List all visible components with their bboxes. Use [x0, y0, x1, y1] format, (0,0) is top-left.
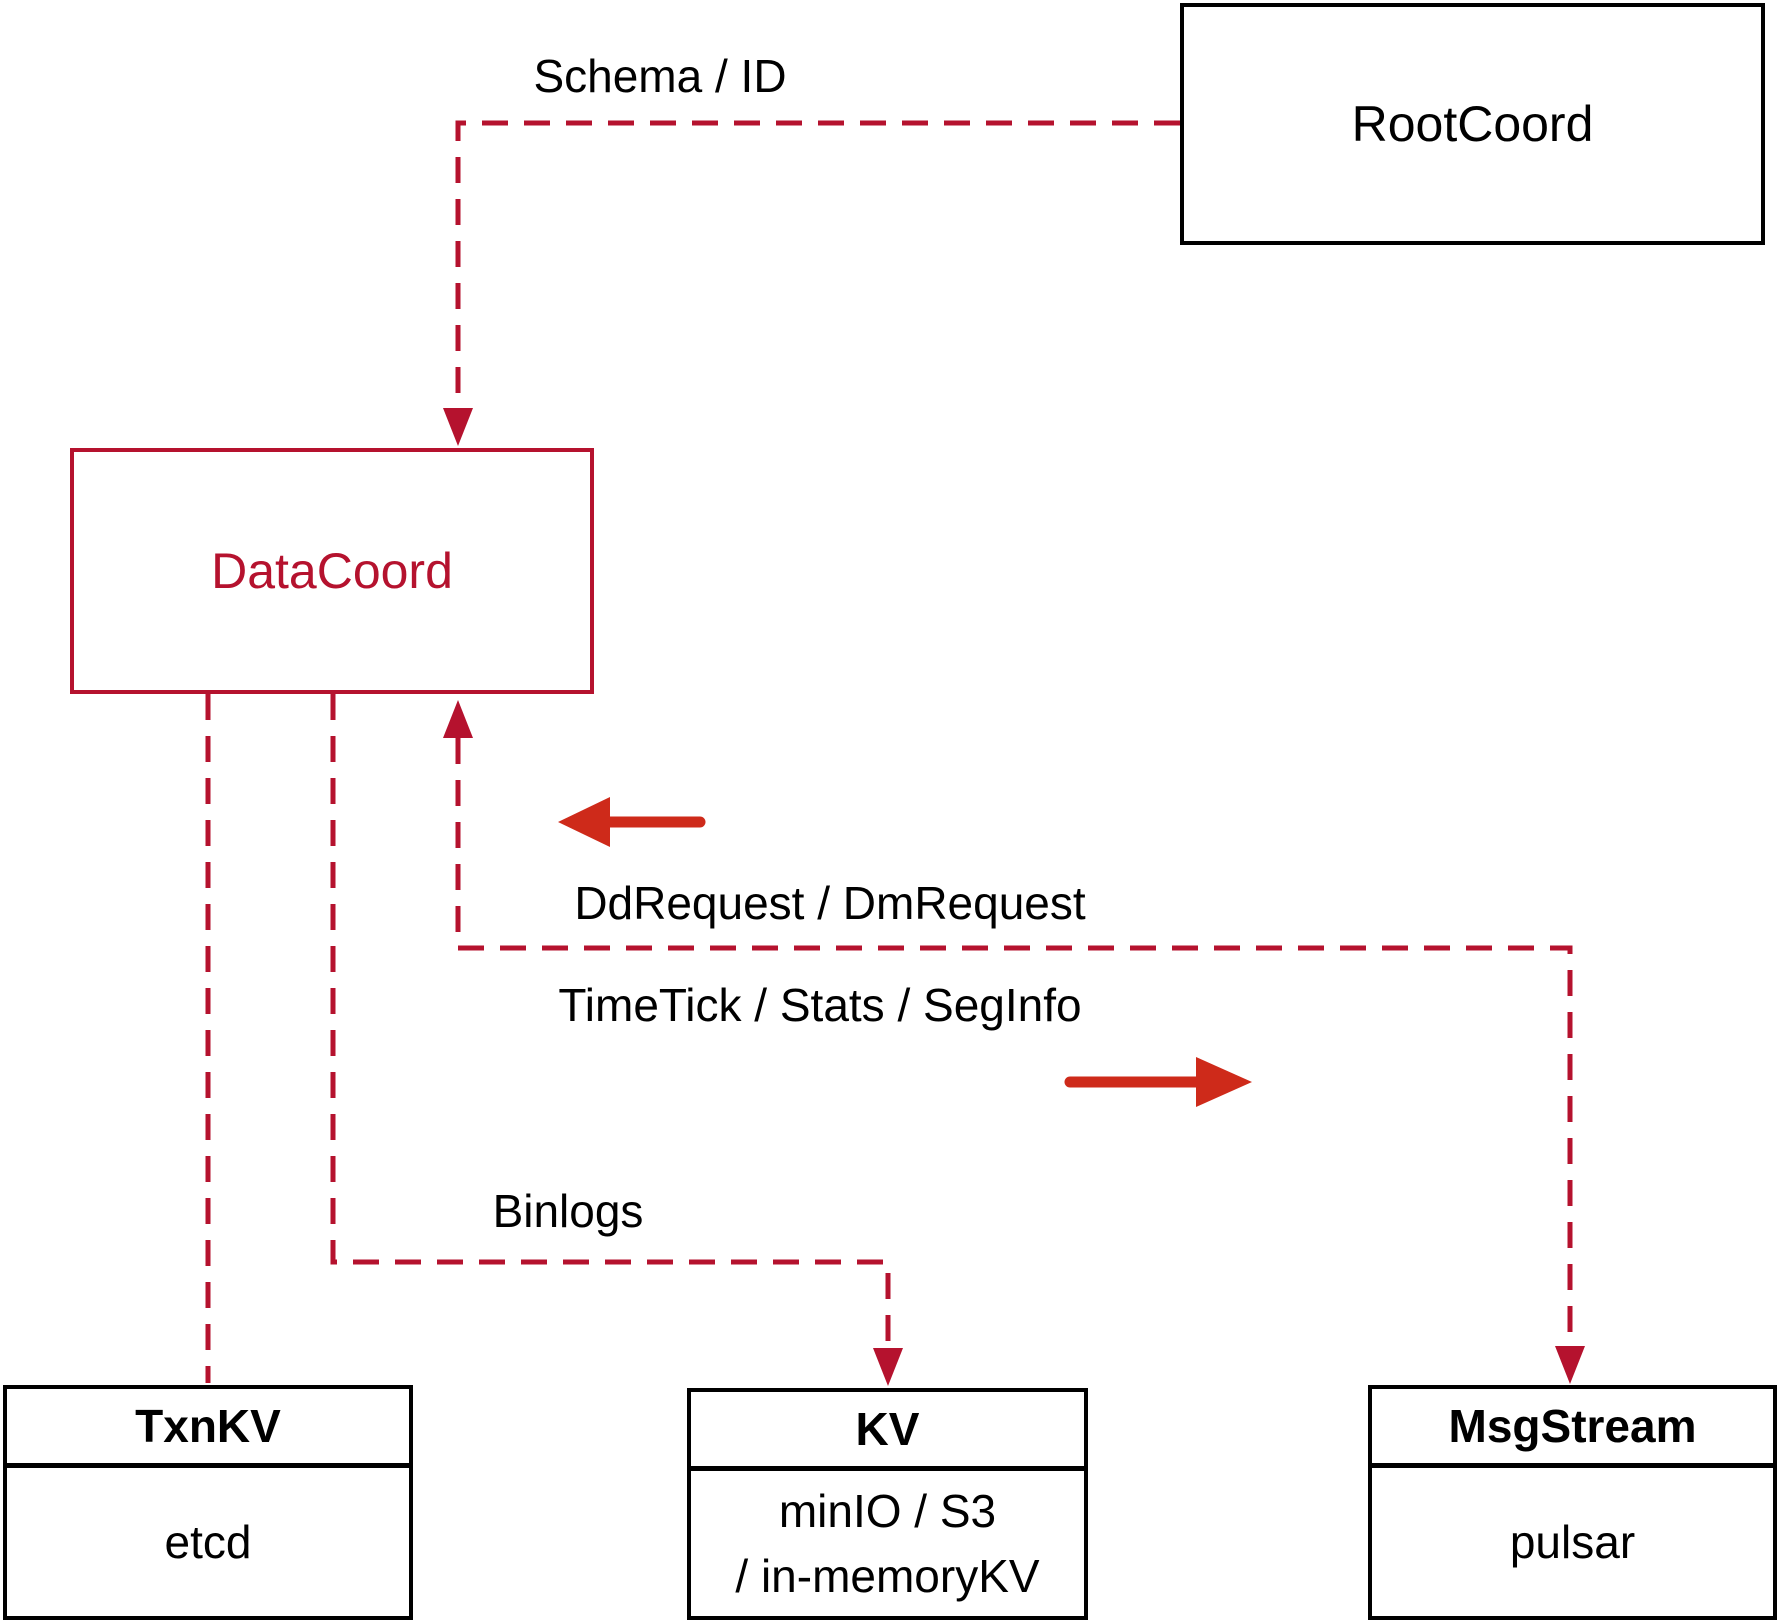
left-flow-arrow — [558, 797, 706, 847]
node-rootcoord-label: RootCoord — [1351, 96, 1594, 152]
node-txnkv-body-text: etcd — [164, 1515, 252, 1568]
node-kv-body-line1: minIO / S3 — [778, 1484, 997, 1537]
node-kv-title: KV — [855, 1403, 920, 1455]
right-flow-arrow-head — [1196, 1057, 1252, 1107]
node-txnkv-body: etcd — [7, 1468, 409, 1616]
node-txnkv-title: TxnKV — [135, 1400, 281, 1452]
arrowhead-into-kv-top — [873, 1348, 903, 1386]
edge-label-schema-id: Schema / ID — [533, 50, 787, 102]
edge-label-binlogs: Binlogs — [492, 1185, 644, 1237]
node-kv-header: KV — [691, 1392, 1084, 1471]
node-msgstream-title: MsgStream — [1448, 1400, 1697, 1452]
node-rootcoord: RootCoord — [1180, 3, 1765, 245]
right-flow-arrow — [1064, 1057, 1252, 1107]
node-kv-body: minIO / S3 / in-memoryKV — [691, 1471, 1084, 1616]
node-kv-body-line2: / in-memoryKV — [735, 1549, 1040, 1602]
node-msgstream-body: pulsar — [1372, 1468, 1773, 1616]
node-msgstream: MsgStream pulsar — [1368, 1385, 1777, 1620]
edge-datacoord-msgstream — [455, 738, 1573, 1346]
edge-label-timetick-stats-seginfo: TimeTick / Stats / SegInfo — [558, 979, 1082, 1031]
node-msgstream-header: MsgStream — [1372, 1389, 1773, 1468]
node-txnkv: TxnKV etcd — [3, 1385, 413, 1620]
node-msgstream-body-text: pulsar — [1509, 1515, 1636, 1568]
edge-rootcoord-to-datacoord — [455, 120, 1180, 408]
node-datacoord: DataCoord — [70, 448, 594, 694]
node-datacoord-label: DataCoord — [211, 543, 453, 599]
left-flow-arrow-head — [558, 797, 610, 847]
arrowhead-into-msgstream-top — [1555, 1346, 1585, 1384]
arrowhead-into-datacoord-top — [443, 408, 473, 446]
node-kv: KV minIO / S3 / in-memoryKV — [687, 1388, 1088, 1620]
node-txnkv-header: TxnKV — [7, 1389, 409, 1468]
edge-datacoord-to-kv — [330, 694, 891, 1348]
edge-label-ddrequest-dmrequest: DdRequest / DmRequest — [574, 877, 1086, 929]
arrowhead-into-datacoord-bottom — [443, 700, 473, 738]
